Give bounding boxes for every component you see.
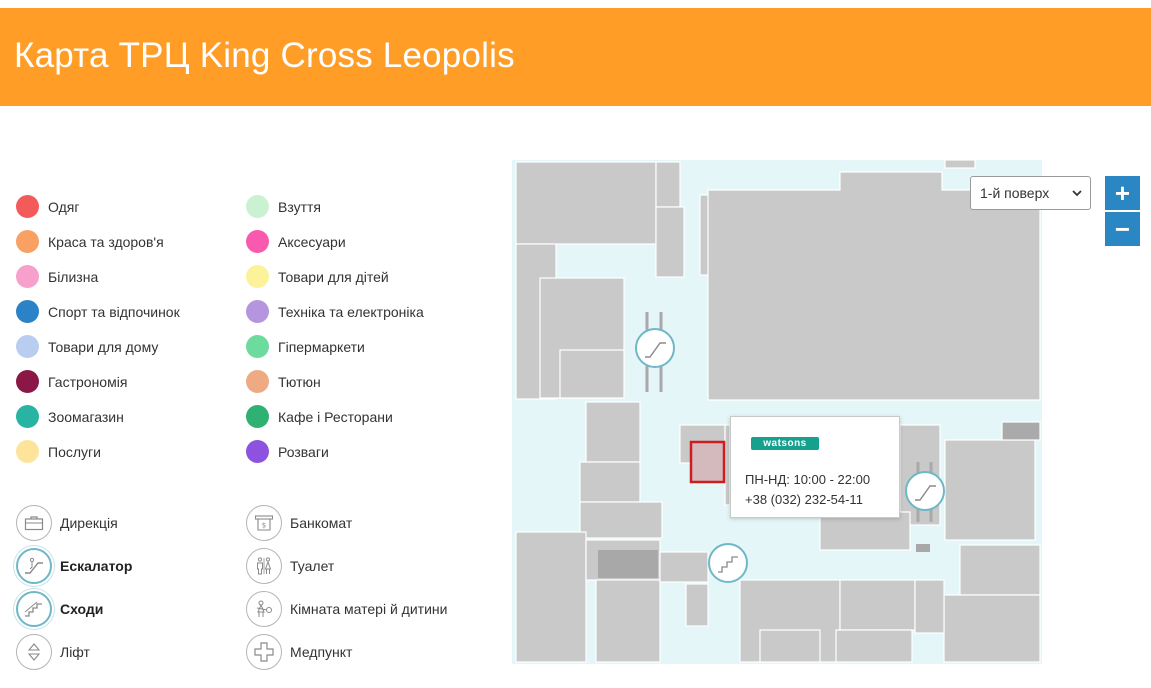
legend-item-hypermarkets[interactable]: Гіпермаркети bbox=[246, 335, 365, 358]
category-dot bbox=[246, 440, 269, 463]
category-dot bbox=[246, 300, 269, 323]
facility-label: Ліфт bbox=[60, 644, 90, 660]
mother-child-icon bbox=[246, 591, 282, 627]
legend-item-accessories[interactable]: Аксесуари bbox=[246, 230, 346, 253]
category-label: Товари для дому bbox=[48, 338, 159, 355]
store-phone[interactable]: +38 (032) 232-54-11 bbox=[745, 492, 863, 507]
category-label: Кафе і Ресторани bbox=[278, 408, 393, 425]
category-label: Гіпермаркети bbox=[278, 338, 365, 355]
store-blocks bbox=[515, 160, 1041, 663]
category-dot bbox=[16, 335, 39, 358]
legend-item-services[interactable]: Послуги bbox=[16, 440, 101, 463]
facility-label: Сходи bbox=[60, 601, 104, 617]
category-label: Одяг bbox=[48, 198, 80, 215]
selected-store bbox=[689, 440, 726, 484]
briefcase-icon bbox=[16, 505, 52, 541]
category-label: Послуги bbox=[48, 443, 101, 460]
svg-text:$: $ bbox=[262, 522, 266, 530]
legend-item-lingerie[interactable]: Білизна bbox=[16, 265, 98, 288]
category-dot bbox=[16, 370, 39, 393]
floor-select-value: 1-й поверх bbox=[980, 185, 1050, 201]
category-label: Взуття bbox=[278, 198, 322, 215]
category-label: Спорт та відпочинок bbox=[48, 303, 180, 320]
facility-label: Кімната матері й дитини bbox=[290, 601, 448, 617]
page-header: Карта ТРЦ King Cross Leopolis bbox=[0, 8, 1151, 106]
legend-item-gastronomy[interactable]: Гастрономія bbox=[16, 370, 127, 393]
store-popup: watsons ПН-НД: 10:00 - 22:00 +38 (032) 2… bbox=[730, 416, 900, 518]
legend-item-medical[interactable]: Медпункт bbox=[246, 634, 352, 670]
category-label: Аксесуари bbox=[278, 233, 346, 250]
legend-item-shoes[interactable]: Взуття bbox=[246, 195, 321, 218]
category-dot bbox=[16, 195, 39, 218]
legend-item-kids[interactable]: Товари для дітей bbox=[246, 265, 389, 288]
elevator-icon bbox=[16, 634, 52, 670]
chevron-down-icon bbox=[1072, 190, 1082, 197]
zoom-out-button[interactable]: − bbox=[1105, 212, 1140, 246]
floor-select[interactable]: 1-й поверх bbox=[970, 176, 1091, 210]
page-title: Карта ТРЦ King Cross Leopolis bbox=[14, 36, 515, 75]
atm-icon: $ bbox=[246, 505, 282, 541]
legend-item-escalator[interactable]: Ескалатор bbox=[16, 548, 132, 584]
category-label: Краса та здоров'я bbox=[48, 233, 164, 250]
facility-label: Дирекція bbox=[60, 515, 118, 531]
legend-item-atm[interactable]: $ Банкомат bbox=[246, 505, 352, 541]
legend-item-mother-child[interactable]: Кімната матері й дитини bbox=[246, 591, 447, 627]
category-dot bbox=[16, 440, 39, 463]
category-dot bbox=[246, 370, 269, 393]
category-label: Гастрономія bbox=[48, 373, 128, 390]
escalator-marker bbox=[905, 471, 945, 511]
legend-item-sport[interactable]: Спорт та відпочинок bbox=[16, 300, 180, 323]
legend-item-pets[interactable]: Зоомагазин bbox=[16, 405, 124, 428]
stairs-marker bbox=[708, 543, 748, 583]
zoom-in-button[interactable]: + bbox=[1105, 176, 1140, 210]
category-label: Розваги bbox=[278, 443, 329, 460]
escalator-marker bbox=[635, 328, 675, 368]
legend-item-beauty[interactable]: Краса та здоров'я bbox=[16, 230, 164, 253]
legend-item-toilet[interactable]: Туалет bbox=[246, 548, 334, 584]
category-dot bbox=[246, 195, 269, 218]
floor-plan bbox=[512, 160, 1042, 664]
category-dot bbox=[16, 300, 39, 323]
facility-label: Медпункт bbox=[290, 644, 353, 660]
category-label: Техніка та електроніка bbox=[278, 303, 424, 320]
escalator-icon bbox=[16, 548, 52, 584]
facility-label: Ескалатор bbox=[60, 558, 133, 574]
store-hours: ПН-НД: 10:00 - 22:00 bbox=[745, 472, 871, 487]
legend-item-directorate[interactable]: Дирекція bbox=[16, 505, 118, 541]
legend-item-entertainment[interactable]: Розваги bbox=[246, 440, 329, 463]
category-dot bbox=[16, 265, 39, 288]
category-label: Товари для дітей bbox=[278, 268, 389, 285]
store-logo: watsons bbox=[751, 437, 819, 450]
category-dot bbox=[246, 265, 269, 288]
legend-item-cafe[interactable]: Кафе і Ресторани bbox=[246, 405, 393, 428]
stairs-icon bbox=[16, 591, 52, 627]
legend-item-home[interactable]: Товари для дому bbox=[16, 335, 158, 358]
legend-item-electronics[interactable]: Техніка та електроніка bbox=[246, 300, 424, 323]
category-dot bbox=[16, 230, 39, 253]
facility-label: Банкомат bbox=[290, 515, 353, 531]
category-label: Зоомагазин bbox=[48, 408, 124, 425]
category-dot bbox=[246, 405, 269, 428]
floor-map[interactable] bbox=[512, 160, 1042, 664]
category-dot bbox=[246, 335, 269, 358]
category-dot bbox=[246, 230, 269, 253]
legend-item-stairs[interactable]: Сходи bbox=[16, 591, 103, 627]
category-dot bbox=[16, 405, 39, 428]
toilet-icon bbox=[246, 548, 282, 584]
legend-item-tobacco[interactable]: Тютюн bbox=[246, 370, 321, 393]
facility-label: Туалет bbox=[290, 558, 335, 574]
medical-cross-icon bbox=[246, 634, 282, 670]
category-label: Білизна bbox=[48, 268, 99, 285]
legend-item-clothing[interactable]: Одяг bbox=[16, 195, 79, 218]
legend-item-elevator[interactable]: Ліфт bbox=[16, 634, 90, 670]
category-label: Тютюн bbox=[278, 373, 321, 390]
